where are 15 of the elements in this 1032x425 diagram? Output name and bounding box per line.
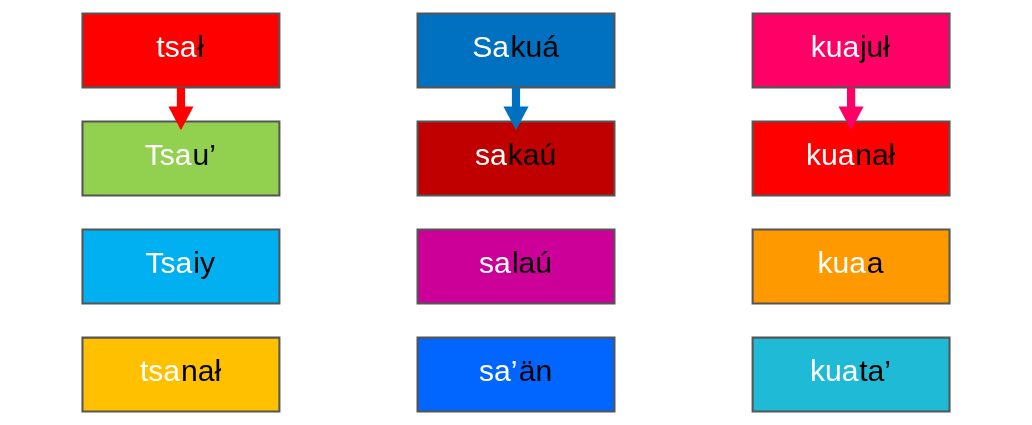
node-box: tsał xyxy=(81,12,281,89)
node-box: Sakuá xyxy=(416,12,616,89)
node-box: sakaú xyxy=(416,120,616,197)
arrow xyxy=(168,87,194,131)
node-box: Tsaiy xyxy=(81,228,281,305)
arrow xyxy=(838,87,864,131)
node-box: kuajuł xyxy=(751,12,951,89)
node-box: tsanał xyxy=(81,336,281,413)
node-box: Tsau’ xyxy=(81,120,281,197)
node-box: sa’än xyxy=(416,336,616,413)
node-box: kuanał xyxy=(751,120,951,197)
node-box: salaú xyxy=(416,228,616,305)
node-box: kuaa xyxy=(751,228,951,305)
node-box: kuata’ xyxy=(751,336,951,413)
arrow xyxy=(503,87,529,131)
